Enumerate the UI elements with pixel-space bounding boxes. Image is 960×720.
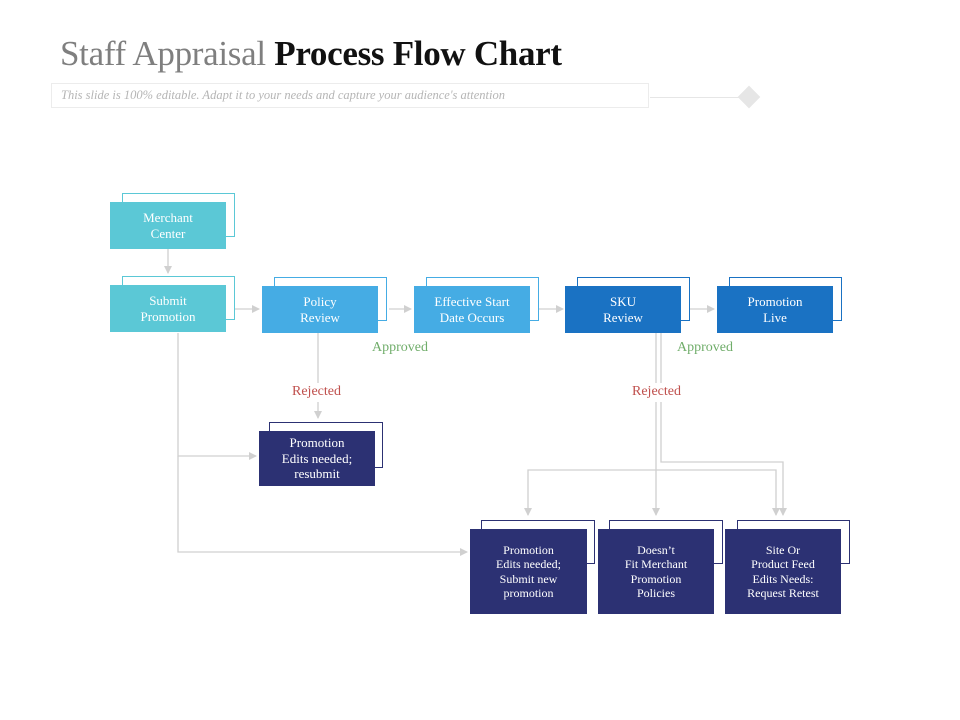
node-text: Effective Start Date Occurs [434, 293, 510, 325]
conn-sku-to-site-feed-b [660, 402, 787, 516]
node-text: Merchant Center [143, 209, 193, 241]
subtitle-box [51, 83, 649, 108]
node-text: Site Or Product Feed Edits Needs: Reques… [747, 542, 819, 600]
title-bold: Process Flow Chart [274, 34, 562, 73]
conn-submit-to-submit-new [177, 456, 468, 556]
conn-submit-to-resubmit [177, 333, 257, 460]
node-text: Promotion Edits needed; resubmit [281, 435, 353, 482]
node-label: Effective Start Date Occurs [414, 286, 530, 333]
node-text: SKU Review [603, 293, 643, 325]
node-label: Submit Promotion [110, 285, 226, 332]
node-text: Submit Promotion [140, 292, 196, 324]
conn-sku-to-submit-new [524, 469, 656, 516]
node-label: Promotion Live [717, 286, 833, 333]
title-light: Staff Appraisal [60, 34, 266, 73]
label-rejected-policy: Rejected [292, 384, 341, 399]
node-text: Promotion Edits needed; Submit new promo… [496, 542, 561, 600]
node-label: Promotion Edits needed; resubmit [259, 431, 375, 486]
node-label: Promotion Edits needed; Submit new promo… [470, 529, 587, 614]
node-label: Site Or Product Feed Edits Needs: Reques… [725, 529, 841, 614]
conn-sku-to-site-feed-a [656, 469, 780, 516]
node-label: Doesn’t Fit Merchant Promotion Policies [598, 529, 714, 614]
label-rejected-sku: Rejected [632, 384, 681, 399]
node-text: Policy Review [300, 293, 340, 325]
page-title: Staff Appraisal Process Flow Chart [60, 34, 562, 74]
subtitle-divider [650, 97, 740, 98]
label-approved-policy: Approved [372, 340, 428, 355]
node-text: Doesn’t Fit Merchant Promotion Policies [624, 542, 688, 600]
node-text: Promotion Live [747, 293, 803, 325]
node-label: SKU Review [565, 286, 681, 333]
label-approved-sku: Approved [677, 340, 733, 355]
node-label: Policy Review [262, 286, 378, 333]
subtitle: This slide is 100% editable. Adapt it to… [61, 88, 505, 102]
node-label: Merchant Center [110, 202, 226, 249]
